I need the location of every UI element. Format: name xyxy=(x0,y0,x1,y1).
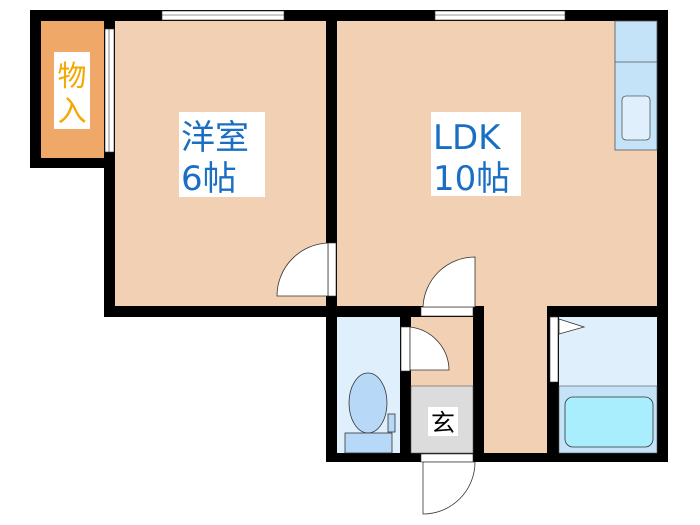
closet-sliding-door xyxy=(104,28,115,153)
closet-label-1: 物 xyxy=(57,59,86,93)
western-room-size: 6帖 xyxy=(181,159,237,199)
window-ldk xyxy=(434,10,566,21)
bathtub-icon xyxy=(564,396,654,448)
door-toilet xyxy=(400,326,450,372)
door-washroom xyxy=(549,316,586,383)
window-western xyxy=(161,10,285,21)
ldk-name: LDK xyxy=(433,118,502,158)
door-entrance xyxy=(420,453,476,515)
western-room-name: 洋室 xyxy=(181,118,249,158)
closet-label-2: 入 xyxy=(57,94,86,128)
entrance-label-bg xyxy=(428,407,458,436)
ldk-label-bg xyxy=(431,112,521,196)
sink-icon xyxy=(621,95,651,141)
door-ldk xyxy=(420,256,476,317)
door-western-room xyxy=(276,242,337,297)
western-label-bg xyxy=(179,112,265,197)
corridor-floor xyxy=(484,300,547,453)
closet-label-bg xyxy=(54,52,90,129)
kitchen-counter xyxy=(614,20,658,151)
toilet-icon xyxy=(344,372,396,454)
entrance-label: 玄 xyxy=(431,409,455,437)
ldk-size: 10帖 xyxy=(433,159,510,199)
